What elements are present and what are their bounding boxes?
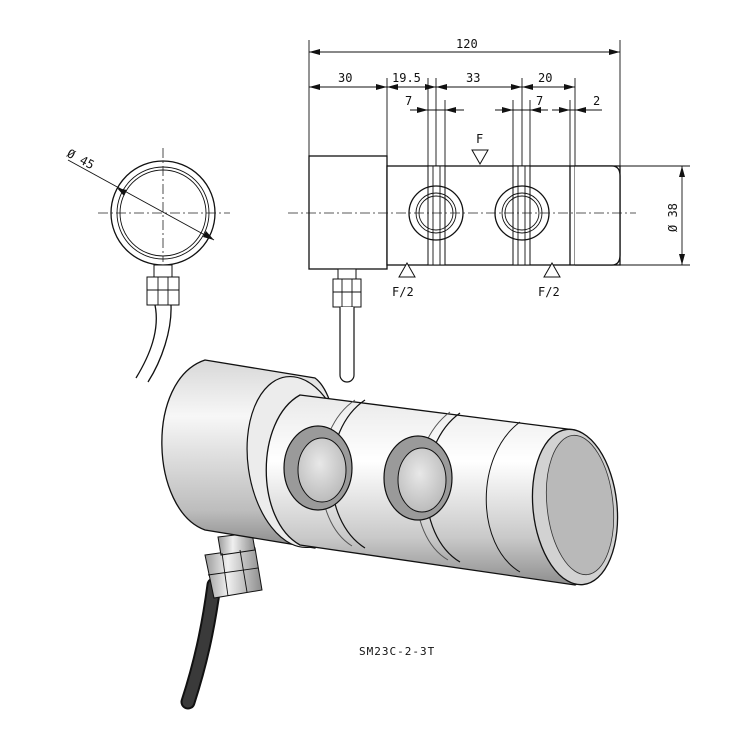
force-f-label: F <box>476 132 483 146</box>
dim-38-label: Ø 38 <box>666 203 680 232</box>
end-gland-nut <box>146 276 180 306</box>
front-groove-left <box>427 165 446 266</box>
force-f-marker <box>471 149 489 166</box>
front-housing <box>308 155 388 270</box>
front-view: F F/2 F/2 <box>288 132 636 383</box>
dim-2-label: 2 <box>593 94 600 108</box>
diameter-45-arrow <box>203 231 214 240</box>
isometric-view <box>161 359 619 710</box>
end-cable <box>135 304 157 379</box>
iso-gland-nut <box>204 547 263 599</box>
dim-7-left-label: 7 <box>405 94 412 108</box>
iso-end-face <box>545 434 615 576</box>
dim-7-right-label: 7 <box>536 94 543 108</box>
model-code-label: SM23C-2-3T <box>359 645 435 658</box>
support-left-label: F/2 <box>392 285 414 299</box>
housing-outer-circle <box>110 160 216 266</box>
support-right-label: F/2 <box>538 285 560 299</box>
support-right-marker <box>543 261 561 278</box>
dimension-lines: 120 30 19.5 33 20 7 7 2 <box>308 37 690 266</box>
dim-30-label: 30 <box>338 71 352 85</box>
support-left-marker <box>398 261 416 278</box>
front-cable <box>339 307 355 383</box>
dim-33-label: 33 <box>466 71 480 85</box>
dim-20-label: 20 <box>538 71 552 85</box>
diameter-45-arrow-start <box>117 188 127 196</box>
front-groove-right <box>512 165 531 266</box>
end-gland-collar <box>153 264 173 278</box>
end-view: Ø 45 <box>65 146 230 383</box>
dim-120-label: 120 <box>456 37 478 51</box>
diameter-45-leader <box>67 159 215 241</box>
front-end-cap <box>575 165 621 266</box>
dim-19-5-label: 19.5 <box>392 71 421 85</box>
front-gland-nut <box>332 278 362 308</box>
diameter-45-label: Ø 45 <box>65 146 97 172</box>
front-gland-collar <box>337 268 357 280</box>
